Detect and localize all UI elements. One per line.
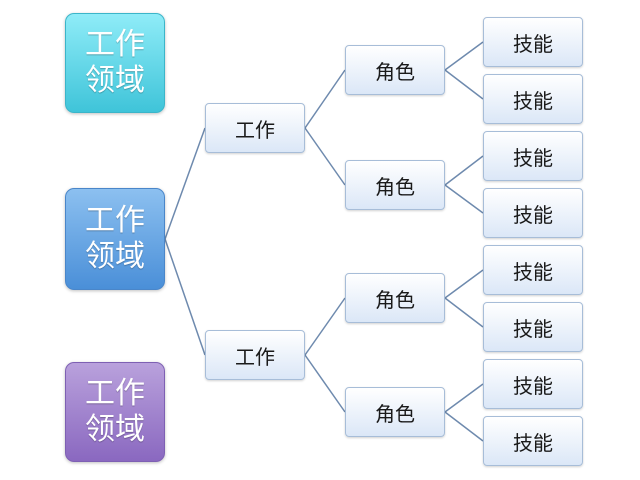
skill-node: 技能 [483,245,583,295]
connector-work2-role4 [304,354,346,413]
connector-role1-skill1 [444,41,484,71]
connector-work1-role1 [304,69,346,129]
role-node: 角色 [345,45,445,95]
work-domain-box-bottom: 工作 领域 [65,362,165,462]
connector-work2-role3 [304,297,346,356]
connector-role2-skill4 [444,184,484,214]
skill-node: 技能 [483,131,583,181]
work-domain-box-middle: 工作 领域 [65,188,165,290]
work-domain-box-top: 工作 领域 [65,13,165,113]
role-node: 角色 [345,387,445,437]
connector-role1-skill2 [444,69,484,100]
connector-domain-work-1 [164,127,206,240]
role-node: 角色 [345,160,445,210]
role-node: 角色 [345,273,445,323]
connector-domain-work-2 [164,238,206,356]
connector-role2-skill3 [444,155,484,186]
skill-node: 技能 [483,188,583,238]
skill-node: 技能 [483,302,583,352]
work-node: 工作 [205,103,305,153]
skill-node: 技能 [483,17,583,67]
skill-node: 技能 [483,416,583,466]
connector-role4-skill7 [444,383,484,413]
connector-role4-skill8 [444,411,484,442]
work-node: 工作 [205,330,305,380]
connector-work1-role2 [304,127,346,186]
connector-role3-skill5 [444,269,484,299]
skill-node: 技能 [483,74,583,124]
skill-node: 技能 [483,359,583,409]
connector-role3-skill6 [444,297,484,328]
